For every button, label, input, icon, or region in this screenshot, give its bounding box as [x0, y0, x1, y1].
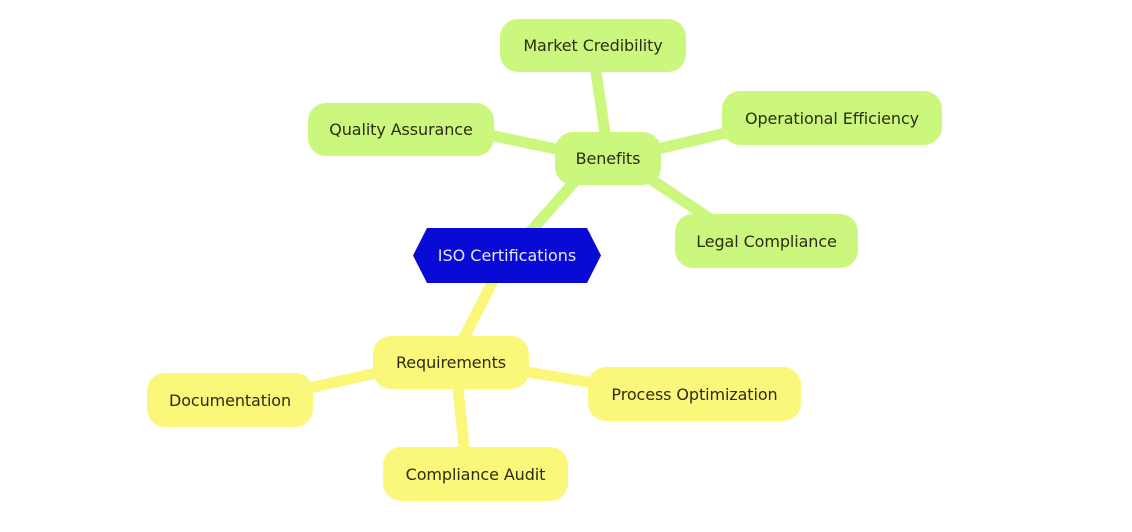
leaf-node-market-credibility[interactable]: Market Credibility — [500, 19, 686, 72]
leaf-node-documentation[interactable]: Documentation — [147, 373, 313, 427]
leaf-node-label: Market Credibility — [523, 36, 663, 55]
leaf-node-label: Legal Compliance — [696, 231, 837, 251]
leaf-node-label: Compliance Audit — [405, 464, 546, 484]
root-node-iso-certifications[interactable]: ISO Certifications — [413, 228, 601, 283]
branch-node-benefits[interactable]: Benefits — [555, 132, 661, 185]
leaf-node-legal-compliance[interactable]: Legal Compliance — [675, 214, 858, 268]
leaf-node-label: Quality Assurance — [329, 120, 473, 139]
link-root-requirements — [454, 277, 498, 351]
branch-node-label: Benefits — [575, 149, 641, 168]
link-benefits-market-credibility — [589, 59, 612, 146]
branch-node-label: Requirements — [395, 353, 507, 372]
leaf-node-label: Documentation — [168, 390, 292, 410]
leaf-node-operational-efficiency[interactable]: Operational Efficiency — [722, 91, 942, 145]
leaf-node-label: Process Optimization — [611, 384, 778, 404]
leaf-node-process-optimization[interactable]: Process Optimization — [588, 367, 801, 421]
branch-node-requirements[interactable]: Requirements — [373, 336, 529, 389]
leaf-node-compliance-audit[interactable]: Compliance Audit — [383, 447, 568, 501]
hexagon-shape — [413, 228, 601, 283]
leaf-node-label: Operational Efficiency — [744, 108, 920, 128]
link-requirements-compliance-audit — [451, 374, 471, 461]
root-node-label: ISO Certifications — [437, 246, 577, 265]
link-requirements-process-optimization — [509, 364, 606, 390]
leaf-node-quality-assurance[interactable]: Quality Assurance — [308, 103, 494, 156]
